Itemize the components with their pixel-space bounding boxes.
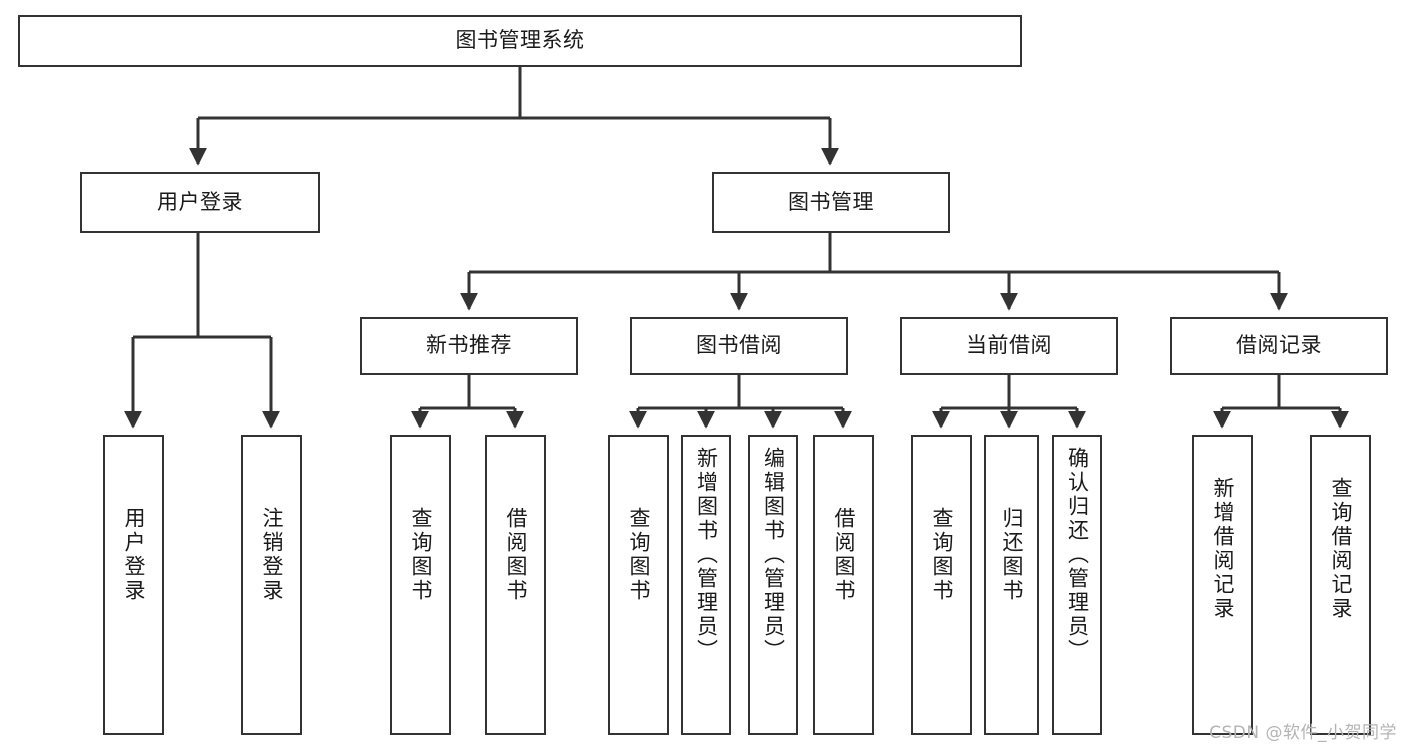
node-book-manage-label: 图书管理 — [788, 189, 874, 214]
node-current-borrow[interactable]: 当前借阅 — [900, 317, 1118, 375]
leaf-edit-book-label: 编辑图书（管理员） — [761, 447, 786, 663]
leaf-add-book[interactable]: 新增图书（管理员） — [681, 435, 731, 735]
node-new-book-recommend-label: 新书推荐 — [426, 333, 512, 358]
node-borrow-record-label: 借阅记录 — [1236, 333, 1322, 358]
node-root[interactable]: 图书管理系统 — [18, 15, 1022, 67]
leaf-confirm-return[interactable]: 确认归还（管理员） — [1052, 435, 1102, 735]
leaf-add-book-label: 新增图书（管理员） — [694, 447, 719, 663]
node-user-login-label: 用户登录 — [157, 189, 243, 214]
node-current-borrow-label: 当前借阅 — [966, 333, 1052, 358]
leaf-add-borrow-record[interactable]: 新增借阅记录 — [1192, 435, 1253, 735]
leaf-query-book-recommend-label: 查询图书 — [409, 507, 433, 603]
leaf-borrow-book-borrow-label: 借阅图书 — [832, 507, 856, 603]
leaf-confirm-return-label: 确认归还（管理员） — [1065, 447, 1090, 663]
leaf-logout[interactable]: 注销登录 — [241, 435, 302, 735]
leaf-return-book-label: 归还图书 — [1000, 507, 1024, 603]
leaf-query-book-borrow-label: 查询图书 — [627, 507, 651, 603]
node-book-manage[interactable]: 图书管理 — [712, 172, 950, 233]
leaf-query-book-current-label: 查询图书 — [930, 507, 954, 603]
leaf-logout-label: 注销登录 — [260, 507, 284, 603]
node-book-borrow-label: 图书借阅 — [696, 333, 782, 358]
node-borrow-record[interactable]: 借阅记录 — [1170, 317, 1388, 375]
node-book-borrow[interactable]: 图书借阅 — [630, 317, 848, 375]
node-root-label: 图书管理系统 — [455, 28, 585, 53]
leaf-user-login[interactable]: 用户登录 — [103, 435, 164, 735]
leaf-add-borrow-record-label: 新增借阅记录 — [1211, 477, 1235, 621]
leaf-borrow-book-recommend-label: 借阅图书 — [504, 507, 528, 603]
leaf-query-borrow-record[interactable]: 查询借阅记录 — [1310, 435, 1371, 735]
leaf-borrow-book-recommend[interactable]: 借阅图书 — [485, 435, 546, 735]
node-new-book-recommend[interactable]: 新书推荐 — [360, 317, 578, 375]
node-user-login[interactable]: 用户登录 — [80, 172, 320, 233]
leaf-user-login-label: 用户登录 — [122, 507, 146, 603]
leaf-query-borrow-record-label: 查询借阅记录 — [1329, 477, 1353, 621]
leaf-return-book[interactable]: 归还图书 — [984, 435, 1039, 735]
leaf-borrow-book-borrow[interactable]: 借阅图书 — [813, 435, 874, 735]
leaf-query-book-recommend[interactable]: 查询图书 — [390, 435, 451, 735]
leaf-query-book-current[interactable]: 查询图书 — [911, 435, 972, 735]
leaf-query-book-borrow[interactable]: 查询图书 — [608, 435, 669, 735]
leaf-edit-book[interactable]: 编辑图书（管理员） — [748, 435, 798, 735]
